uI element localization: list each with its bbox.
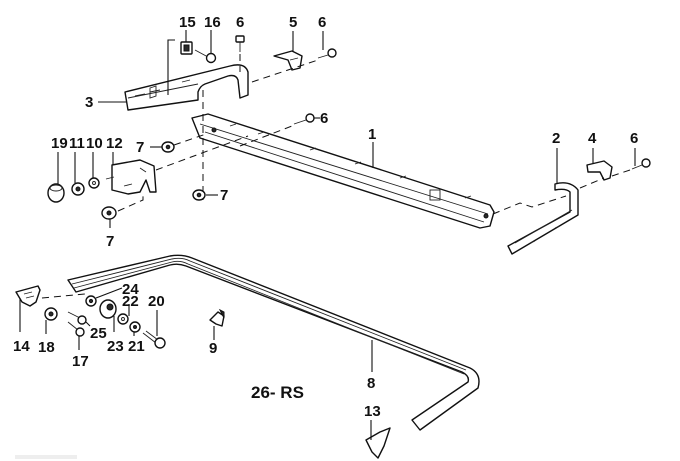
- guide-6-right: [611, 169, 631, 177]
- part-18-spacer[interactable]: [44, 307, 58, 321]
- callout-20[interactable]: 20: [148, 293, 165, 310]
- callout-23[interactable]: 23: [107, 338, 124, 355]
- watermark: [15, 455, 77, 459]
- part-14-end-cap[interactable]: [15, 285, 41, 307]
- part-3-bracket-rail[interactable]: [124, 64, 249, 111]
- part-10-washer[interactable]: [88, 177, 100, 189]
- callout-10[interactable]: 10: [86, 135, 103, 152]
- part-8-seal-strip[interactable]: [67, 254, 480, 431]
- callout-15[interactable]: 15: [179, 14, 196, 31]
- part-7-nut-center[interactable]: [192, 189, 206, 201]
- guide-7-lower: [117, 192, 144, 212]
- guide-12: [155, 135, 249, 171]
- callout-9[interactable]: 9: [209, 340, 217, 357]
- guide-4: [579, 177, 605, 189]
- part-21-washer[interactable]: [129, 321, 141, 333]
- part-13-end-clip[interactable]: [365, 427, 391, 459]
- guide-2: [492, 195, 567, 215]
- callout-3[interactable]: 3: [85, 94, 93, 111]
- callout-7-lower[interactable]: 7: [106, 233, 114, 250]
- callout-2[interactable]: 2: [552, 130, 560, 147]
- callout-6-right[interactable]: 6: [630, 130, 638, 147]
- part-15-clip-nut[interactable]: [180, 41, 193, 55]
- part-5-cap[interactable]: [273, 50, 303, 71]
- callout-17[interactable]: 17: [72, 353, 89, 370]
- leader-24: [95, 287, 123, 299]
- figure-code: 26- RS: [251, 383, 304, 402]
- callout-21[interactable]: 21: [128, 338, 145, 355]
- callout-6-top-right[interactable]: 6: [318, 14, 326, 31]
- part-23-bushing[interactable]: [99, 299, 117, 319]
- callout-22[interactable]: 22: [122, 293, 139, 310]
- part-6-bolt-top[interactable]: [235, 35, 245, 52]
- leader-25: [85, 321, 91, 327]
- callout-12[interactable]: 12: [106, 135, 123, 152]
- callout-7-upper[interactable]: 7: [136, 139, 144, 156]
- part-2-end-bracket[interactable]: [507, 182, 579, 255]
- callout-8[interactable]: 8: [367, 375, 375, 392]
- callout-14[interactable]: 14: [13, 338, 30, 355]
- callout-1[interactable]: 1: [368, 126, 376, 143]
- part-6-screw-right[interactable]: [631, 158, 651, 170]
- part-22-washer[interactable]: [117, 313, 129, 325]
- callout-6-top[interactable]: 6: [236, 14, 244, 31]
- guide-6-mid: [239, 125, 293, 147]
- part-6-screw-mid[interactable]: [293, 113, 315, 125]
- guide-7-upper: [173, 133, 207, 146]
- part-16-screw[interactable]: [194, 49, 217, 64]
- callout-5[interactable]: 5: [289, 14, 297, 31]
- part-19-bumper[interactable]: [47, 183, 65, 203]
- part-4-cap[interactable]: [586, 160, 613, 181]
- callout-16[interactable]: 16: [204, 14, 221, 31]
- callout-7-center[interactable]: 7: [220, 187, 228, 204]
- callout-25[interactable]: 25: [90, 325, 107, 342]
- callout-24[interactable]: 24: [122, 281, 139, 298]
- callout-13[interactable]: 13: [364, 403, 381, 420]
- part-12-mount-bracket[interactable]: [105, 159, 157, 195]
- callout-4[interactable]: 4: [588, 130, 597, 147]
- part-17-screw[interactable]: [67, 321, 85, 337]
- part-7-nut-upper[interactable]: [161, 141, 175, 153]
- guide-14: [41, 293, 86, 299]
- part-20-bolt[interactable]: [142, 330, 166, 349]
- callout-11[interactable]: 11: [69, 135, 85, 152]
- callout-19[interactable]: 19: [51, 135, 68, 152]
- part-24-nut[interactable]: [85, 295, 97, 307]
- callout-6-mid[interactable]: 6: [320, 110, 328, 127]
- part-1-main-rail[interactable]: [191, 113, 495, 229]
- callout-18[interactable]: 18: [38, 339, 55, 356]
- part-6-screw-top-right[interactable]: [317, 48, 337, 59]
- part-11-grommet[interactable]: [71, 182, 85, 196]
- leader-15-guide: [167, 39, 175, 95]
- part-7-nut-lower[interactable]: [101, 206, 117, 220]
- guide-5: [251, 59, 319, 83]
- part-25-screw[interactable]: [67, 311, 87, 325]
- part-9-clip[interactable]: [209, 308, 225, 327]
